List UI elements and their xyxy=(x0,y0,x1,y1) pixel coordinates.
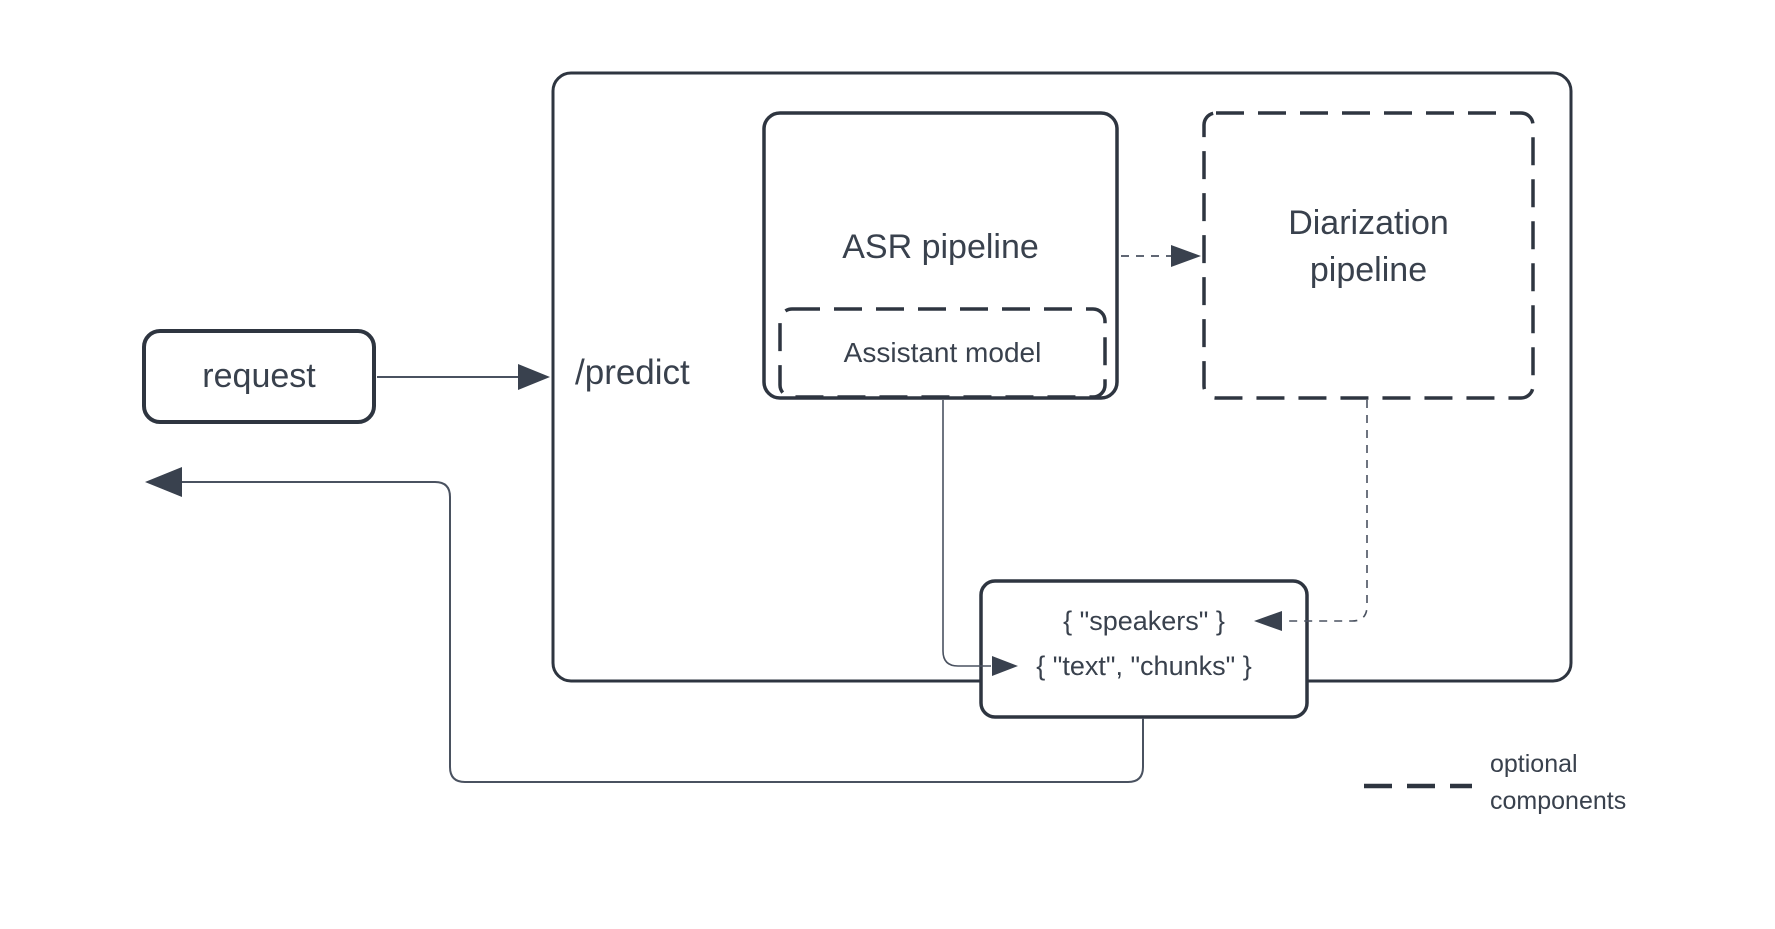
arrowhead-diarization-to-result xyxy=(1254,611,1282,631)
assistant-model-label: Assistant model xyxy=(843,337,1042,368)
diarization-label-line1: Diarization xyxy=(1288,204,1449,242)
edge-diarization-to-result xyxy=(1283,400,1368,622)
legend-label-line1: optional xyxy=(1490,750,1578,778)
request-box xyxy=(142,329,376,424)
diarization-pipeline-box xyxy=(1202,111,1535,400)
predict-endpoint-label: /predict xyxy=(575,353,690,392)
result-text-chunks-text: { "text", "chunks" } xyxy=(1036,651,1252,681)
legend-label-line2: components xyxy=(1490,787,1627,815)
arrowhead-result-return xyxy=(145,467,182,497)
legend-label: optional components xyxy=(1490,746,1626,820)
result-speakers-text: { "speakers" } xyxy=(1063,606,1225,636)
arrowhead-assistant-to-result xyxy=(992,656,1018,676)
arrowhead-asr-to-diarization xyxy=(1171,245,1201,267)
result-box xyxy=(979,579,1309,719)
asr-pipeline-label: ASR pipeline xyxy=(842,228,1039,266)
diarization-label-line2: pipeline xyxy=(1309,251,1428,289)
diarization-pipeline-label: Diarization pipeline xyxy=(1204,200,1533,294)
request-label: request xyxy=(202,357,316,395)
assistant-model-box xyxy=(778,307,1107,399)
edge-result-return xyxy=(182,481,1144,783)
edge-assistant-to-result xyxy=(942,400,991,667)
arrowhead-request-to-predict xyxy=(518,364,550,390)
